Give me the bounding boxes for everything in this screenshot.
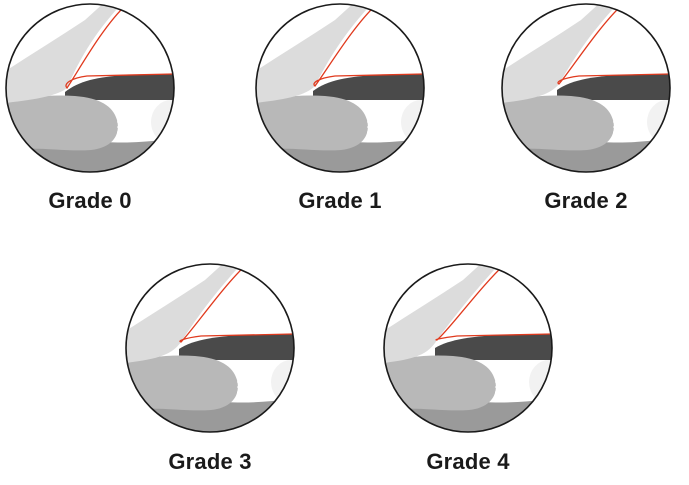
- fiber-line: [612, 129, 652, 133]
- circle-border: [501, 3, 671, 173]
- grade-1-cross-section: [255, 3, 425, 173]
- fiber-line: [366, 129, 406, 133]
- fiber-line: [612, 109, 652, 113]
- fiber-line: [116, 129, 156, 133]
- circle-border: [383, 263, 553, 433]
- fiber-line: [612, 126, 652, 130]
- upper-tissue: [6, 4, 125, 104]
- grade-4-panel: Grade 4: [373, 255, 563, 485]
- grade-3-panel: Grade 3: [115, 255, 305, 485]
- grade-0-label: Grade 0: [48, 188, 132, 213]
- fiber-line: [494, 376, 534, 380]
- grade-1-panel: Grade 1: [245, 0, 435, 230]
- upper-tissue: [384, 264, 503, 364]
- tissue-layers: [384, 264, 552, 432]
- grade-3-cross-section: [125, 263, 295, 433]
- fiber-line: [236, 386, 276, 390]
- fiber-line: [236, 389, 276, 393]
- fiber-line: [494, 369, 534, 373]
- upper-tissue: [502, 4, 621, 104]
- fiber-line: [612, 116, 652, 120]
- tissue-layers: [502, 4, 670, 172]
- fiber-line: [494, 386, 534, 390]
- dark-tissue-band: [65, 74, 174, 100]
- grade-0-panel: Grade 0: [0, 0, 185, 230]
- fiber-line: [612, 136, 652, 140]
- dark-tissue-band: [435, 334, 552, 360]
- fiber-line: [366, 119, 406, 123]
- fiber-line: [116, 109, 156, 113]
- middle-tissue: [502, 95, 614, 152]
- circle-border: [5, 3, 175, 173]
- circle-border: [125, 263, 295, 433]
- middle-tissue: [126, 355, 238, 412]
- dark-tissue-band: [179, 334, 294, 360]
- fiber-line: [236, 379, 276, 383]
- fiber-line: [116, 116, 156, 120]
- fiber-line: [494, 396, 534, 400]
- dark-tissue-band: [557, 74, 670, 100]
- grade-2-label: Grade 2: [544, 188, 628, 213]
- tissue-layers: [256, 4, 424, 172]
- grade-4-label: Grade 4: [426, 449, 510, 474]
- fiber-line: [366, 126, 406, 130]
- fiber-line: [116, 119, 156, 123]
- fiber-line: [612, 119, 652, 123]
- upper-tissue: [126, 264, 245, 364]
- fiber-line: [236, 376, 276, 380]
- fiber-line: [494, 389, 534, 393]
- fiber-line: [236, 369, 276, 373]
- circle-border: [255, 3, 425, 173]
- grade-2-panel: Grade 2: [491, 0, 681, 230]
- fiber-line: [366, 116, 406, 120]
- upper-tissue: [256, 4, 375, 104]
- dark-tissue-band: [313, 74, 424, 100]
- fiber-line: [236, 396, 276, 400]
- fiber-line: [116, 136, 156, 140]
- grade-2-cross-section: [501, 3, 671, 173]
- middle-tissue: [256, 95, 368, 152]
- tissue-layers: [126, 264, 294, 432]
- tissue-layers: [6, 4, 174, 172]
- fiber-line: [366, 109, 406, 113]
- middle-tissue: [6, 95, 118, 152]
- fiber-line: [116, 126, 156, 130]
- grade-4-cross-section: [383, 263, 553, 433]
- fiber-line: [494, 379, 534, 383]
- grade-0-cross-section: [5, 3, 175, 173]
- grade-1-label: Grade 1: [298, 188, 382, 213]
- fiber-line: [366, 136, 406, 140]
- middle-tissue: [384, 355, 496, 412]
- grade-3-label: Grade 3: [168, 449, 252, 474]
